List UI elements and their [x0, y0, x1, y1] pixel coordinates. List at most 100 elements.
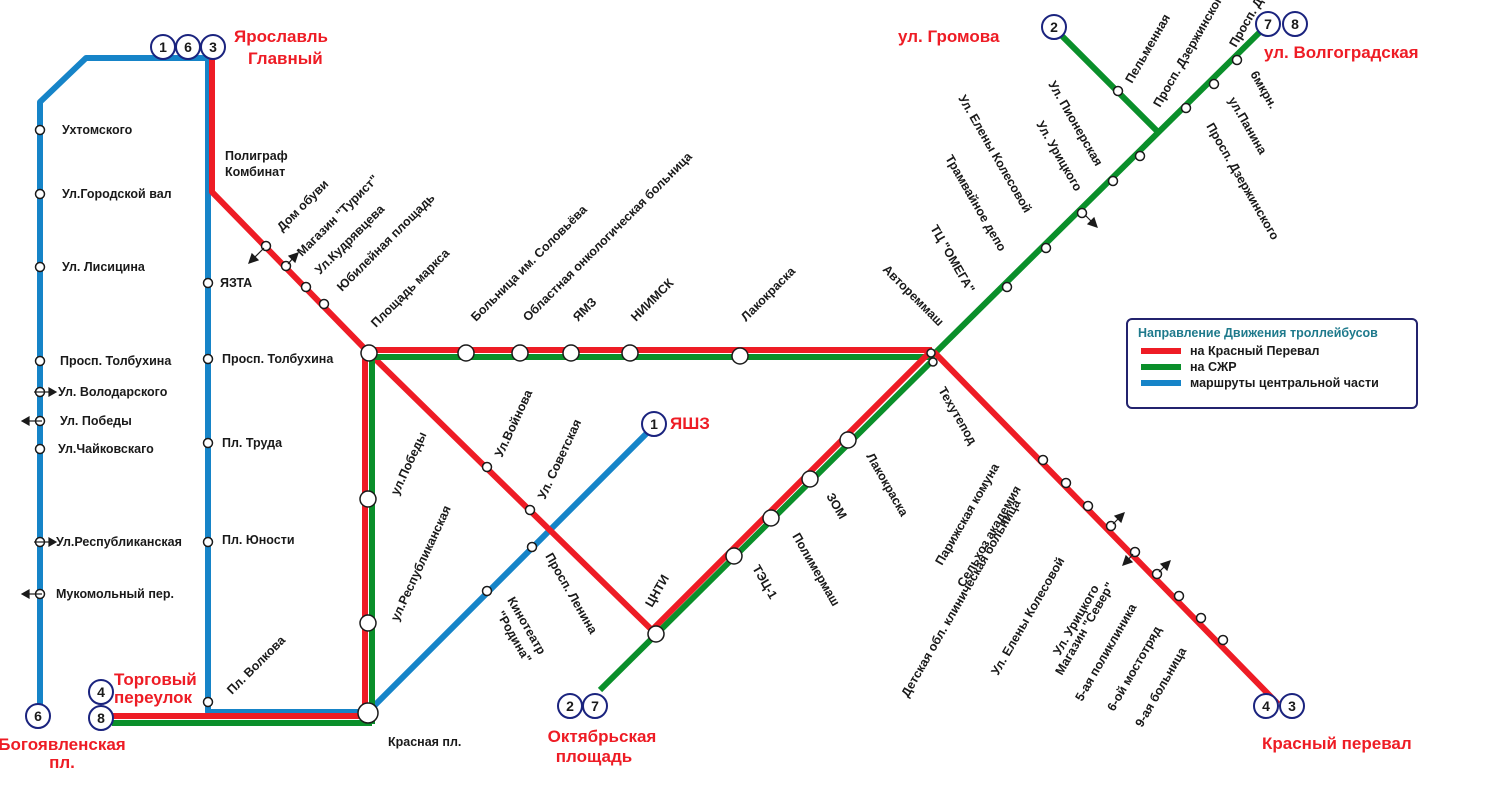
terminal-yaroslavl-glavny-line1[interactable]: Ярославль [234, 27, 328, 46]
stop[interactable] [926, 348, 936, 358]
terminal-oktyabrskaya-line1[interactable]: Октябрьская [548, 727, 657, 746]
station-label[interactable]: Ул.Войнова [492, 387, 536, 459]
stop[interactable] [202, 536, 214, 548]
station-label[interactable]: Ул.Городской вал [62, 187, 172, 201]
badge-group-yaroslavl[interactable]: 1 6 3 [150, 34, 226, 60]
station-label-poligraf-1[interactable]: Полиграф [225, 149, 288, 163]
badge-group-volgogradskaya[interactable]: 7 8 [1255, 11, 1308, 37]
stop[interactable] [357, 702, 379, 724]
stop[interactable] [300, 281, 312, 293]
station-label[interactable]: Пл. Труда [222, 436, 283, 450]
station-label[interactable]: Мукомольный пер. [56, 587, 174, 601]
stop[interactable] [1195, 612, 1207, 624]
stop[interactable] [34, 355, 46, 367]
stop[interactable] [318, 298, 330, 310]
terminal-yashz[interactable]: ЯШЗ [670, 414, 710, 433]
stop[interactable] [34, 261, 46, 273]
stop[interactable] [1180, 102, 1192, 114]
stop[interactable] [1217, 634, 1229, 646]
terminal-krasny-pereval[interactable]: Красный перевал [1262, 734, 1412, 753]
stop[interactable] [526, 541, 538, 553]
station-label[interactable]: Просп. Толбухина [222, 352, 334, 366]
station-label[interactable]: ЯМЗ [570, 295, 599, 324]
stop[interactable] [202, 353, 214, 365]
stop[interactable] [1134, 150, 1146, 162]
stop[interactable] [457, 344, 475, 362]
station-label[interactable]: Лакокраска [738, 263, 799, 324]
stop[interactable] [1037, 454, 1049, 466]
stop[interactable] [1173, 590, 1185, 602]
station-label[interactable]: 6мкрн. [1247, 69, 1280, 112]
station-label[interactable]: Ул. Лисицина [62, 260, 146, 274]
stop[interactable] [481, 585, 493, 597]
station-label[interactable]: Ул.Чайковскаго [58, 442, 154, 456]
station-label[interactable]: Полимермаш [789, 531, 842, 609]
station-label[interactable]: Просп. Толбухина [60, 354, 172, 368]
stop[interactable] [928, 357, 938, 367]
station-label[interactable]: Пл. Юности [222, 533, 295, 547]
stop[interactable] [202, 696, 214, 708]
stop[interactable] [762, 509, 780, 527]
station-label[interactable]: Просп. Дзержинского [1203, 121, 1282, 243]
terminal-volgogradskaya[interactable]: ул. Волгоградская [1264, 43, 1419, 62]
stop[interactable] [1076, 207, 1088, 219]
station-label-poligraf-2[interactable]: Комбинат [225, 165, 285, 179]
stop[interactable] [359, 490, 377, 508]
station-label[interactable]: ТЭЦ-1 [749, 563, 780, 602]
stop[interactable] [202, 437, 214, 449]
stop[interactable] [481, 461, 493, 473]
stop[interactable] [1060, 477, 1072, 489]
station-label[interactable]: ЗОМ [823, 491, 849, 522]
station-label[interactable]: Пл. Волкова [224, 632, 289, 697]
station-label[interactable]: ЦНТИ [642, 572, 672, 609]
stop[interactable] [1001, 281, 1013, 293]
stop[interactable] [524, 504, 536, 516]
stop[interactable] [1040, 242, 1052, 254]
badge-group-oktyabrskaya[interactable]: 2 7 [557, 693, 608, 719]
stop[interactable] [34, 188, 46, 200]
terminal-bogoyavlenskaya-line2[interactable]: пл. [49, 753, 75, 772]
station-label[interactable]: ТЦ "ОМЕГА" [927, 223, 977, 296]
stop[interactable] [1082, 500, 1094, 512]
terminal-yaroslavl-glavny-line2[interactable]: Главный [248, 49, 323, 68]
stop[interactable] [1208, 78, 1220, 90]
stop[interactable] [647, 625, 665, 643]
stop[interactable] [34, 124, 46, 136]
badge-group-yashz[interactable]: 1 [641, 411, 667, 437]
station-label[interactable]: Лакокраска [863, 451, 911, 520]
terminal-oktyabrskaya-line2[interactable]: площадь [556, 747, 632, 766]
stop[interactable] [731, 347, 749, 365]
stop[interactable] [725, 547, 743, 565]
stop[interactable] [202, 277, 214, 289]
station-label[interactable]: Ул. Советская [535, 417, 584, 501]
badge-group-torgovy[interactable]: 4 8 [88, 679, 114, 731]
station-label[interactable]: Ул. Победы [60, 414, 132, 428]
stop[interactable] [839, 431, 857, 449]
station-label[interactable]: НИИМСК [628, 276, 676, 324]
stop[interactable] [360, 344, 378, 362]
station-label[interactable]: ул.Республиканская [388, 503, 454, 623]
station-label[interactable]: Ул.Республиканская [56, 535, 182, 549]
station-label[interactable]: Ул. Елены Колесовой [988, 555, 1067, 678]
stop[interactable] [1231, 54, 1243, 66]
badge-group-gromova[interactable]: 2 [1041, 14, 1067, 40]
terminal-torgovy-line1[interactable]: Торговый [114, 670, 197, 689]
station-label[interactable]: Красная пл. [388, 735, 461, 749]
station-label[interactable]: ул.Победы [388, 430, 429, 498]
stop[interactable] [801, 470, 819, 488]
station-label[interactable]: Ул. Володарского [58, 385, 168, 399]
terminal-torgovy-line2[interactable]: переулок [114, 688, 193, 707]
station-label[interactable]: ЯЗТА [220, 276, 252, 290]
stop[interactable] [1112, 85, 1124, 97]
station-label[interactable]: Автореммаш [880, 262, 947, 329]
stop[interactable] [562, 344, 580, 362]
stop[interactable] [511, 344, 529, 362]
terminal-gromova[interactable]: ул. Громова [898, 27, 1000, 46]
terminal-bogoyavlenskaya-line1[interactable]: Богоявленская [0, 735, 126, 754]
station-label[interactable]: Просп. Ленина [542, 551, 600, 638]
badge-group-krasny-pereval[interactable]: 4 3 [1253, 693, 1305, 719]
station-label[interactable]: Ухтомского [62, 123, 133, 137]
stop[interactable] [1107, 175, 1119, 187]
station-label[interactable]: Площадь маркса [368, 245, 453, 330]
stop[interactable] [621, 344, 639, 362]
